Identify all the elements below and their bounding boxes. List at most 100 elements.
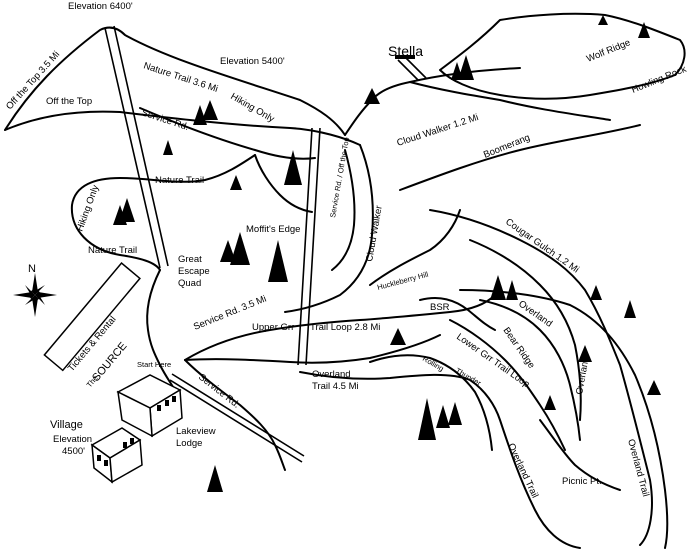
tree-icon — [268, 240, 288, 282]
tree-icon — [578, 345, 592, 362]
label-nature-trail-low: Nature Trail — [88, 245, 137, 256]
trail-overland-45 — [299, 371, 581, 549]
label-quad-2: Escape — [178, 266, 210, 277]
trees — [113, 15, 661, 492]
the-source-building[interactable] — [43, 261, 141, 372]
tree-icon — [624, 300, 636, 318]
label-picnic-pt: Picnic Pt. — [562, 476, 602, 487]
trail-service-rd-upper — [139, 107, 316, 160]
trail-lines — [4, 12, 686, 549]
tree-icon — [220, 240, 236, 262]
lift-stella — [397, 57, 427, 81]
label-huckleberry-hill: Huckleberry Hill — [376, 270, 429, 292]
label-start-here: Start Here — [137, 360, 171, 369]
lakeview-lodge-building[interactable] — [90, 374, 183, 484]
label-nature-trail-36: Nature Trail 3.6 Mi — [142, 60, 219, 94]
label-overland-45-b: Trail 4.5 Mi — [312, 381, 359, 392]
trail-hiking-only — [146, 269, 161, 366]
label-howling-rock: Howling Rock — [630, 64, 688, 96]
label-bsr: BSR — [430, 302, 450, 313]
label-quad-1: Great — [178, 254, 202, 265]
trail-lower-grr — [449, 319, 566, 451]
trail-wolf-ridge — [439, 12, 686, 100]
label-overland-2: Overland — [574, 356, 592, 396]
label-cloud-walker-12: Cloud Walker 1.2 Mi — [396, 112, 480, 149]
trail-cougar-gulch — [429, 209, 653, 546]
tree-icon — [193, 105, 207, 125]
trail-cloud-walker-upper — [409, 81, 611, 121]
label-elevation-mid: Elevation 5400' — [220, 56, 285, 67]
map-labels: Elevation 6400' Elevation 5400' Stella O… — [4, 1, 688, 500]
label-village-elev-1: Elevation — [53, 434, 92, 445]
trail-nature-inner — [254, 154, 313, 213]
trail-huckleberry — [369, 209, 461, 286]
label-cloud-walker: Cloud Walker — [364, 205, 385, 263]
label-upper-grr: Upper Grr — [252, 322, 294, 333]
label-village-elev-2: 4500' — [62, 446, 85, 457]
label-service-rd-low: Service Rd. — [196, 372, 241, 411]
tree-icon — [458, 55, 474, 80]
tree-icon — [451, 62, 463, 80]
trail-cloud-walker-mid — [284, 144, 374, 313]
lift-great-escape-quad — [104, 25, 169, 269]
label-nature-trail-mid: Nature Trail — [155, 175, 204, 186]
label-stella: Stella — [388, 43, 423, 59]
label-compass-n: N — [28, 263, 36, 275]
tree-icon — [638, 22, 650, 38]
label-cougar-gulch: Cougar Gulch 1.2 Mi — [503, 216, 581, 275]
trail-picnic — [539, 419, 621, 491]
tree-icon — [113, 205, 127, 225]
label-lakeview-1: Lakeview — [176, 426, 216, 437]
trail-off-the-top — [4, 110, 361, 146]
trail-upper-grr-lower — [184, 334, 441, 364]
tree-icon — [418, 398, 436, 440]
label-quad-3: Quad — [178, 278, 201, 289]
trail-service-rd-lower — [184, 359, 286, 471]
label-lakeview-2: Lodge — [176, 438, 202, 449]
trail-overland-1 — [479, 299, 581, 441]
label-boomerang: Boomerang — [482, 132, 532, 161]
label-wolf-ridge: Wolf Ridge — [585, 37, 632, 65]
label-service-rd-off-top: Service Rd. / Off the Top — [328, 137, 351, 219]
trail-rolling-thunder — [369, 354, 493, 451]
tree-icon — [490, 275, 506, 300]
label-service-rd-top: Service Rd. — [140, 107, 190, 133]
tree-icon — [448, 402, 462, 425]
trail-upper-grr-loop — [184, 294, 496, 361]
tree-icon — [647, 380, 661, 395]
lifts — [104, 25, 427, 463]
label-elevation-top: Elevation 6400' — [68, 1, 133, 12]
stella-lift-terminal — [395, 55, 415, 59]
label-rolling: Rolling — [421, 354, 445, 373]
label-overland-45-a: Overland — [312, 369, 351, 380]
tree-icon — [436, 405, 450, 428]
trail-bsr — [419, 297, 496, 331]
trail-cloud-walker-side — [331, 149, 356, 271]
tree-icon — [364, 88, 380, 104]
label-village: Village — [50, 419, 83, 431]
trail-nature-loop — [70, 154, 256, 271]
tree-icon — [284, 150, 302, 185]
tree-icon — [598, 15, 608, 25]
compass-icon — [13, 273, 57, 317]
trail-service-mid — [344, 67, 521, 136]
tree-icon — [163, 140, 173, 155]
tree-icon — [230, 175, 242, 190]
tree-icon — [506, 280, 518, 300]
lift-village — [169, 373, 305, 463]
tree-icon — [590, 285, 602, 300]
lift-middle — [297, 127, 321, 366]
trail-overland-outer — [459, 289, 669, 549]
label-moffits-edge: Moffit's Edge — [246, 224, 300, 235]
trail-cougar-inner — [469, 239, 582, 421]
trail-boomerang — [399, 124, 641, 191]
tree-icon — [202, 100, 218, 120]
tree-icon — [544, 395, 556, 410]
tree-icon — [390, 328, 406, 345]
tree-icon — [230, 232, 250, 265]
label-overland-trail-a: Overland Trail — [505, 442, 540, 500]
tree-icon — [207, 465, 223, 492]
label-trail-loop-28: Trail Loop 2.8 Mi — [310, 322, 380, 333]
